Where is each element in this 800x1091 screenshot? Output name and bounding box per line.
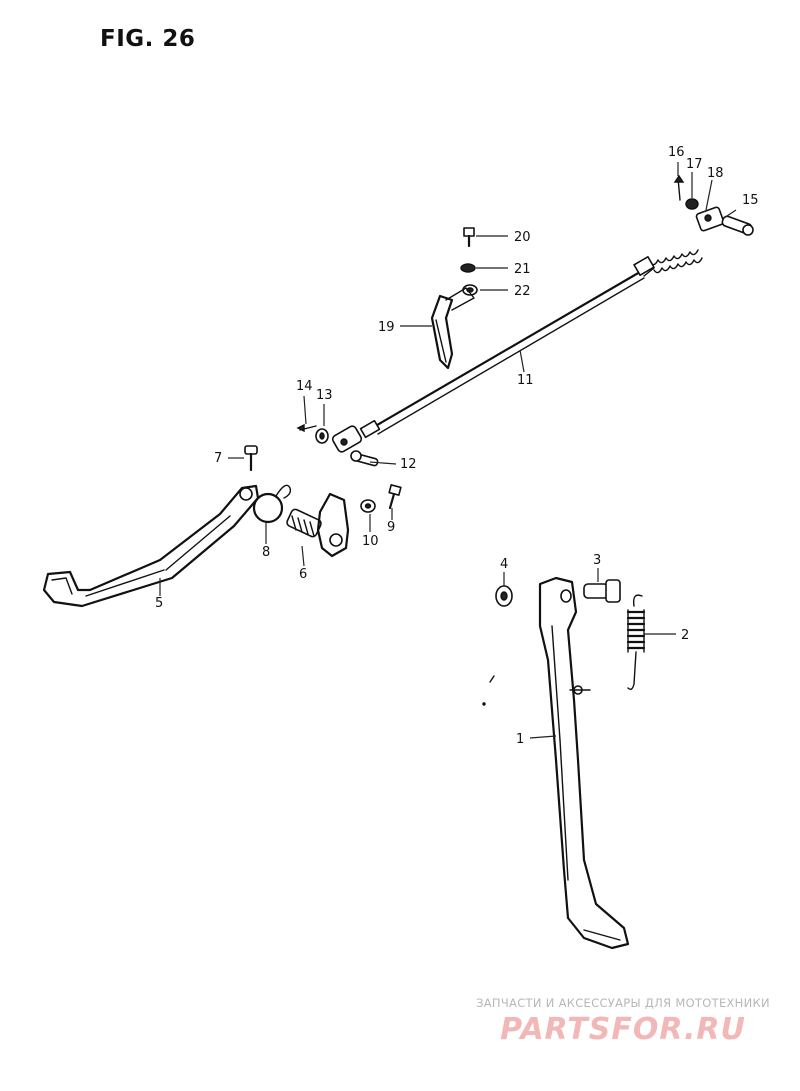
- part-22-nut[interactable]: [462, 284, 478, 296]
- callout-6: 6: [299, 567, 307, 582]
- callout-7: 7: [214, 451, 222, 466]
- callout-20: 20: [514, 230, 531, 245]
- callout-8: 8: [262, 545, 270, 560]
- part-12-pin[interactable]: [350, 450, 379, 467]
- callouts: 1 2 3 4 5 6 7 8 9 10 11 12 13 14 15 16 1…: [155, 145, 759, 747]
- stray-marks: [482, 675, 495, 706]
- callout-16: 16: [668, 145, 685, 160]
- part-14-cotter-pin[interactable]: [296, 423, 317, 433]
- callout-13: 13: [316, 388, 333, 403]
- callout-5: 5: [155, 596, 163, 611]
- part-7-bolt[interactable]: [244, 445, 258, 472]
- part-5-brake-pedal[interactable]: [42, 484, 260, 608]
- callout-22: 22: [514, 284, 531, 299]
- part-15-pin[interactable]: [721, 215, 754, 236]
- part-8-spring[interactable]: [252, 484, 292, 524]
- callout-14: 14: [296, 379, 313, 394]
- callout-9: 9: [387, 520, 395, 535]
- part-3-bolt[interactable]: [583, 579, 621, 603]
- callout-19: 19: [378, 320, 395, 335]
- callout-4: 4: [500, 557, 508, 572]
- part-17-washer[interactable]: [685, 198, 699, 210]
- part-20-bolt[interactable]: [463, 227, 475, 248]
- callout-21: 21: [514, 262, 531, 277]
- callout-18: 18: [707, 166, 724, 181]
- callout-15: 15: [742, 193, 759, 208]
- part-16-cotter-pin[interactable]: [673, 174, 685, 201]
- figure-title: FIG. 26: [100, 26, 196, 52]
- leader-lines: [159, 162, 737, 739]
- part-2-spring[interactable]: [626, 594, 646, 691]
- callout-12: 12: [400, 457, 417, 472]
- callout-17: 17: [686, 157, 703, 172]
- callout-10: 10: [362, 534, 379, 549]
- part-18-joint[interactable]: [695, 206, 725, 232]
- part-4-nut[interactable]: [495, 585, 513, 607]
- callout-2: 2: [681, 628, 689, 643]
- callout-1: 1: [516, 732, 524, 747]
- part-10-nut[interactable]: [360, 499, 376, 513]
- part-9-bolt[interactable]: [388, 484, 402, 510]
- part-1-side-stand[interactable]: [538, 576, 630, 950]
- watermark: ЗАПЧАСТИ И АКСЕССУАРЫ ДЛЯ МОТОТЕХНИКИ PA…: [468, 996, 778, 1047]
- watermark-tagline: ЗАПЧАСТИ И АКСЕССУАРЫ ДЛЯ МОТОТЕХНИКИ: [476, 996, 770, 1010]
- part-6-brake-cam-lever[interactable]: [286, 492, 350, 558]
- callout-11: 11: [517, 373, 534, 388]
- part-11-brake-rod[interactable]: [370, 249, 703, 435]
- part-13-washer[interactable]: [315, 428, 329, 444]
- callout-3: 3: [593, 553, 601, 568]
- watermark-brand: PARTSFOR.RU: [500, 1012, 746, 1047]
- part-19-bracket[interactable]: [430, 287, 475, 370]
- rod-front-joint[interactable]: [331, 419, 381, 454]
- part-21-washer[interactable]: [460, 263, 476, 273]
